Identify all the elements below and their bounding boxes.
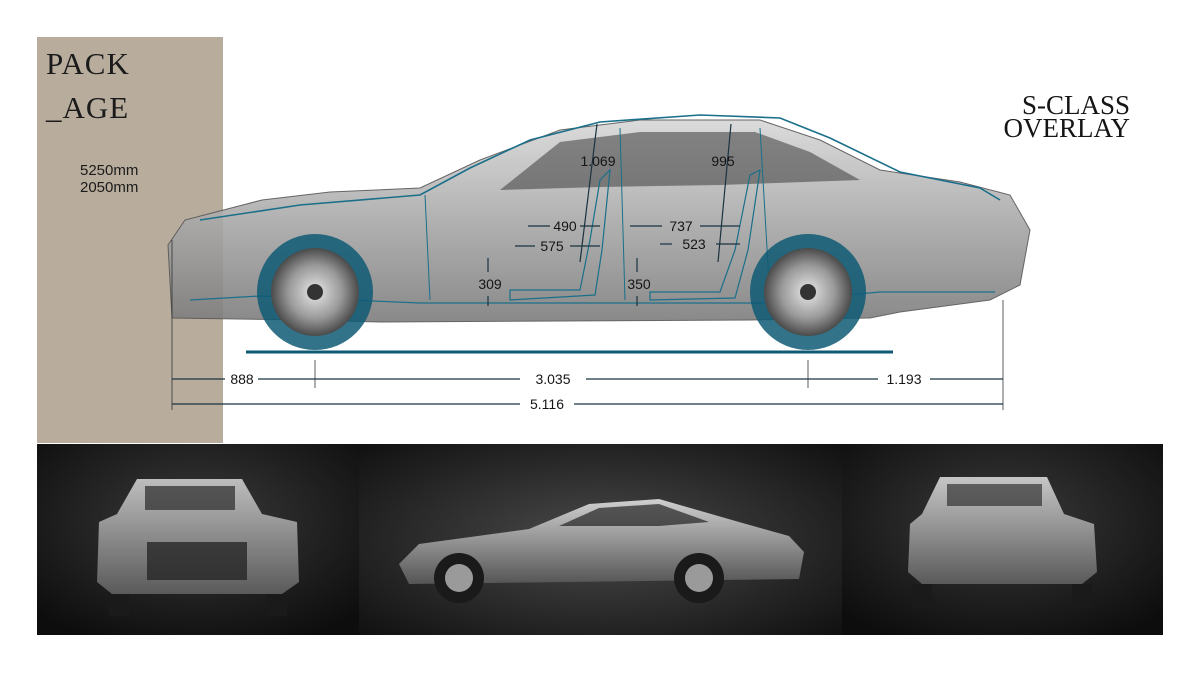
- blueprint-beltline: [189, 291, 995, 304]
- dim-rear-knee-room: 737: [669, 218, 693, 234]
- dim-front-legroom: 575: [540, 238, 564, 254]
- package-title-line1: PACK: [46, 46, 130, 81]
- front-wheel: [257, 234, 373, 350]
- reference-lines: [171, 240, 1004, 410]
- dimension-arrows: [172, 123, 1003, 405]
- overlay-title-line2: OVERLAY: [1003, 113, 1130, 143]
- package-width: 2050mm: [80, 179, 139, 196]
- dim-rear-hpoint-height: 350: [627, 276, 651, 292]
- blueprint-outline: [199, 114, 1001, 221]
- render-front-view: [37, 444, 359, 635]
- dim-front-headroom: 1.069: [580, 153, 615, 169]
- dim-front-hpoint-height: 309: [478, 276, 502, 292]
- package-title-line2: _AGE: [46, 90, 130, 125]
- dim-front-seat-travel: 490: [553, 218, 577, 234]
- overlay-title: S-CLASS OVERLAY: [930, 90, 1130, 143]
- package-blueprint: 1.069 995 490 575 737 523 309 350 888 3.…: [167, 114, 1031, 412]
- render-rear-view: [842, 444, 1163, 635]
- rear-seat-outline: [649, 168, 761, 301]
- package-length: 5250mm: [80, 162, 139, 179]
- dim-front-overhang: 888: [230, 371, 254, 387]
- overlay-title-line1: S-CLASS: [1021, 90, 1130, 120]
- package-title: PACK _AGE: [46, 42, 130, 130]
- rear-wheel: [750, 234, 866, 350]
- dim-rear-legroom: 523: [682, 236, 706, 252]
- front-seat-outline: [509, 168, 611, 301]
- dim-overall-length: 5.116: [530, 396, 564, 412]
- dim-rear-overhang: 1.193: [886, 371, 921, 387]
- dim-wheelbase: 3.035: [535, 371, 570, 387]
- package-dimensions: 5250mm 2050mm: [80, 162, 138, 196]
- dim-rear-headroom: 995: [711, 153, 735, 169]
- render-side-view: [359, 444, 842, 635]
- car-windows: [500, 132, 860, 190]
